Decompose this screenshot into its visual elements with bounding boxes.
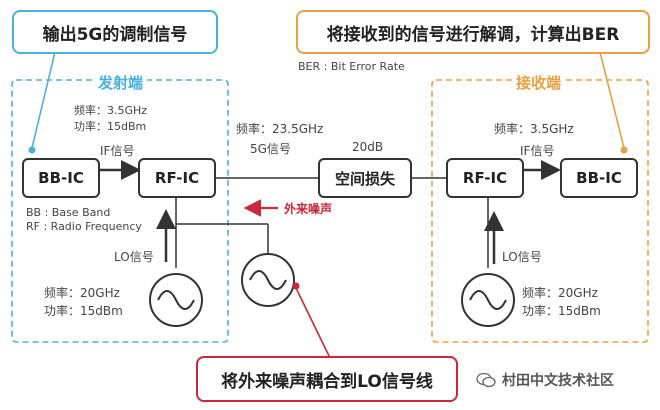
noise-callout-pointer — [295, 287, 331, 359]
tx-lo-power: 功率：15dBm — [44, 304, 123, 318]
tx-if-frequency: 频率：3.5GHz — [74, 104, 148, 117]
tx-output-callout: 输出5G的调制信号 — [12, 10, 218, 54]
tx-lo-oscillator-icon — [149, 273, 203, 327]
rf-frequency: 频率：23.5GHz — [236, 122, 324, 136]
ber-definition: BER : Bit Error Rate — [298, 60, 405, 73]
rx-if-signal-label: IF信号 — [520, 144, 555, 158]
rx-bbic-block: BB-IC — [560, 158, 638, 198]
receiver-title: 接收端 — [512, 72, 566, 93]
tx-lo-signal-label: LO信号 — [114, 250, 154, 264]
loss-db-label: 20dB — [352, 140, 384, 154]
tx-if-power: 功率：15dBm — [74, 120, 147, 133]
watermark-text: 村田中文技术社区 — [502, 373, 614, 389]
watermark: 村田中文技术社区 — [476, 370, 614, 390]
space-loss-block: 空间损失 — [318, 158, 412, 198]
wechat-icon — [476, 372, 496, 388]
tx-bbic-block: BB-IC — [22, 158, 100, 198]
transmitter-title: 发射端 — [94, 72, 148, 93]
noise-oscillator-icon — [241, 253, 295, 307]
rx-lo-power: 功率：15dBm — [522, 304, 601, 318]
rx-lo-signal-label: LO信号 — [502, 250, 542, 264]
rx-if-frequency: 频率：3.5GHz — [494, 122, 574, 136]
rx-lo-oscillator-icon — [461, 273, 515, 327]
tx-if-signal-label: IF信号 — [100, 144, 135, 158]
noise-coupling-callout: 将外来噪声耦合到LO信号线 — [196, 356, 458, 402]
abbr-rf: RF : Radio Frequency — [26, 220, 142, 233]
tx-callout-pointer — [31, 51, 56, 149]
abbr-bb: BB : Base Band — [26, 206, 111, 219]
rf-5g-signal-label: 5G信号 — [250, 142, 291, 156]
tx-lo-frequency: 频率：20GHz — [44, 286, 120, 300]
rx-rfic-block: RF-IC — [446, 158, 524, 198]
rx-lo-frequency: 频率：20GHz — [522, 286, 598, 300]
rx-callout-pointer — [599, 51, 625, 149]
tx-rfic-block: RF-IC — [138, 158, 216, 198]
rx-compute-callout: 将接收到的信号进行解调，计算出BER — [296, 10, 650, 54]
external-noise-label: 外来噪声 — [284, 202, 333, 216]
